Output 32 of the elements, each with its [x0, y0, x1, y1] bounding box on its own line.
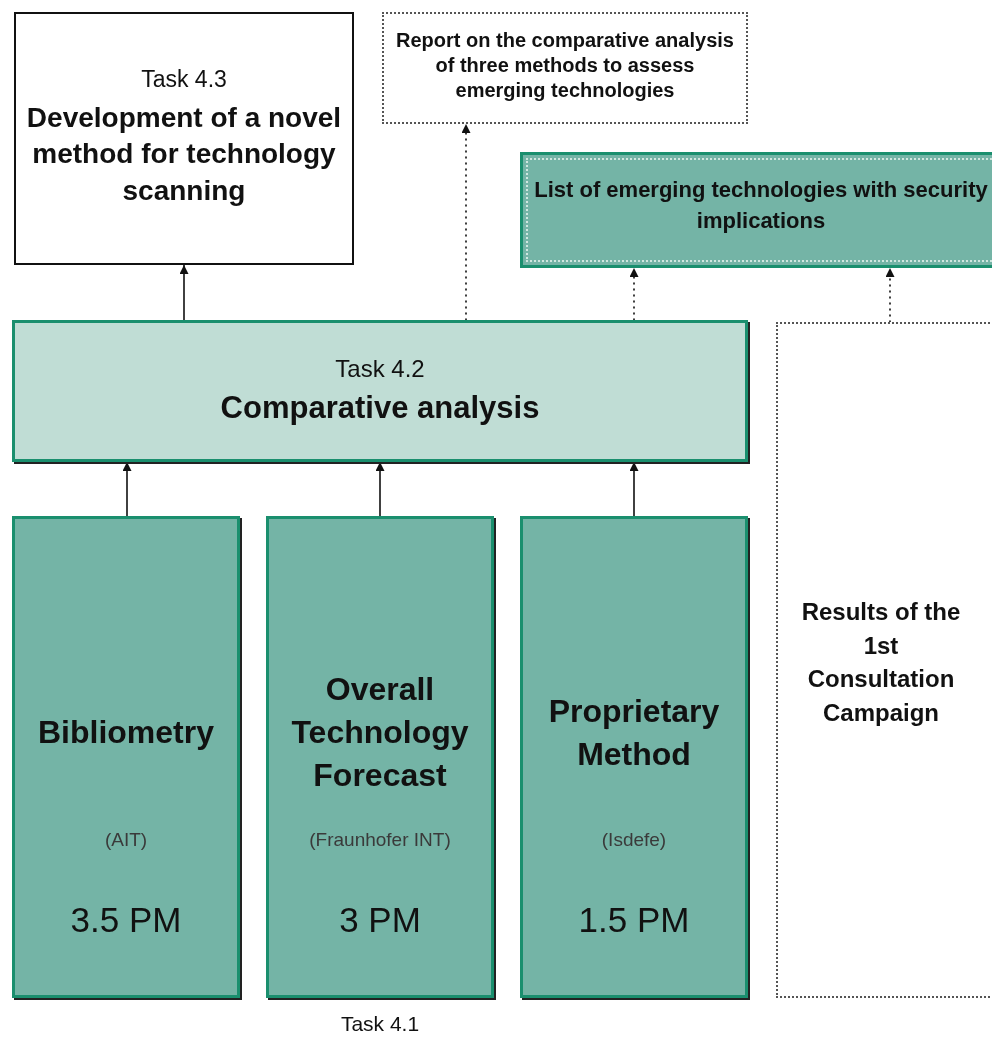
method-title: Bibliometry [37, 713, 215, 753]
deliverable-text: Report on the comparative analysis of three methods to assess emerging technologies [395, 28, 735, 103]
dotted-box [382, 12, 748, 124]
task-title: Development of a novel method for technology scanning [25, 101, 343, 208]
task-box [14, 12, 354, 265]
arrow [629, 267, 639, 321]
method-title: Proprietary Method [547, 691, 721, 774]
arrow [375, 461, 385, 517]
effort-text: 3.5 PM [69, 899, 183, 941]
output-text: List of emerging technologies with security implications [533, 176, 989, 235]
partner-text: (Isdefe) [600, 829, 668, 852]
output-box [520, 152, 992, 268]
task-number: Task 4.2 [334, 355, 426, 384]
arrow [461, 123, 471, 321]
partner-text: (Fraunhofer INT) [308, 829, 452, 852]
partner-text: (AIT) [103, 829, 149, 852]
dotted-box [776, 322, 992, 998]
arrow [179, 264, 189, 321]
arrow [122, 461, 132, 517]
arrow [885, 267, 895, 323]
method-box [266, 516, 494, 998]
group-label: Task 4.1 [340, 1012, 420, 1036]
source-text: Results of the 1st Consultation Campaign [800, 596, 962, 728]
method-box [12, 516, 240, 998]
effort-text: 1.5 PM [577, 899, 691, 941]
effort-text: 3 PM [338, 899, 422, 941]
method-title: Overall Technology Forecast [290, 670, 470, 796]
task-number: Task 4.3 [140, 66, 228, 94]
task-box [12, 320, 748, 462]
arrow [629, 461, 639, 517]
task-title: Comparative analysis [219, 389, 541, 427]
method-box [520, 516, 748, 998]
